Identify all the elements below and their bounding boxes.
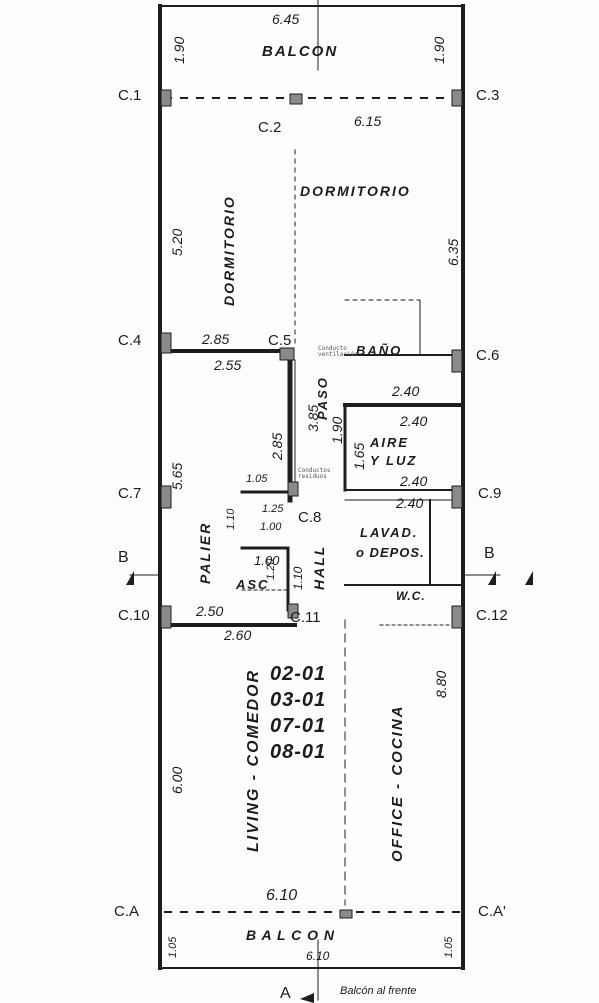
room-balcon-top: BALCON bbox=[262, 43, 339, 60]
dim-385: 3.85 bbox=[305, 404, 321, 432]
label-section-b-left: B bbox=[118, 549, 129, 566]
dim-asc-height: 1.20 bbox=[265, 558, 277, 580]
annotation-conductos: Conductos residuos bbox=[298, 467, 331, 480]
column-c5 bbox=[279, 347, 295, 361]
dim-285: 2.85 bbox=[269, 432, 285, 460]
dim-hall-height: 1.10 bbox=[291, 566, 305, 590]
dim-bottom-width: 6.10 bbox=[266, 887, 298, 904]
column-c11 bbox=[287, 603, 299, 619]
room-lavad: LAVAD. bbox=[360, 525, 419, 540]
column-c9 bbox=[451, 485, 463, 509]
label-c12: C.12 bbox=[476, 607, 508, 624]
dim-living-height: 6.00 bbox=[169, 766, 185, 794]
label-ca: C.A bbox=[114, 903, 140, 920]
dim-palier-height: 5.65 bbox=[169, 462, 185, 490]
label-c7: C.7 bbox=[118, 485, 142, 502]
label-c8: C.8 bbox=[298, 509, 322, 526]
room-dormitorio-1: DORMITORIO bbox=[300, 183, 411, 199]
dim-balcon-left: 1.90 bbox=[171, 36, 187, 64]
room-wc: W.C. bbox=[396, 589, 426, 603]
dim-aire-bottom: 2.40 bbox=[400, 473, 428, 489]
dim-balcon-bot-left: 1.05 bbox=[167, 936, 179, 958]
label-c2: C.2 bbox=[258, 119, 282, 136]
dim-aire-mid: 2.40 bbox=[400, 413, 428, 429]
label-section-b-right: B bbox=[484, 545, 495, 562]
dim-dorm-left: 5.20 bbox=[169, 228, 185, 256]
dim-bottom-total: 6.10 bbox=[306, 949, 330, 963]
dim-hall-a: 2.55 bbox=[214, 357, 242, 373]
column-c2 bbox=[289, 93, 303, 105]
room-depos: o DEPOS. bbox=[356, 545, 425, 560]
annotation-ventilacion: Conducto ventilación bbox=[318, 345, 358, 358]
label-section-a: A bbox=[280, 985, 291, 1002]
section-a-arrow bbox=[300, 993, 314, 1003]
dim-aire-top: 2.40 bbox=[392, 383, 420, 399]
column-c6 bbox=[451, 349, 463, 373]
label-c11: C.11 bbox=[290, 609, 321, 626]
dim-125: 1.25 bbox=[262, 503, 284, 515]
room-hall: HALL bbox=[311, 544, 327, 590]
room-living-comedor: LIVING - COMEDOR bbox=[245, 668, 262, 852]
column-c7 bbox=[160, 485, 172, 509]
label-c6: C.6 bbox=[476, 347, 500, 364]
column-c4 bbox=[160, 332, 172, 354]
label-c5: C.5 bbox=[268, 332, 292, 349]
room-office-cocina: OFFICE - COCINA bbox=[389, 704, 406, 863]
note-balcon-frente: Balcón al frente bbox=[340, 985, 417, 997]
column-c12 bbox=[451, 605, 463, 629]
label-c1: C.1 bbox=[118, 87, 142, 104]
column-center-bottom bbox=[339, 909, 353, 919]
room-balcon-bottom: B A L C O N bbox=[246, 927, 336, 943]
unit-number-0701: 07-01 bbox=[270, 715, 327, 737]
dim-dorm-right: 6.35 bbox=[445, 238, 461, 266]
section-b-left-arrow bbox=[126, 571, 134, 585]
room-dormitorio-2: DORMITORIO bbox=[221, 195, 237, 306]
dim-office-height: 8.80 bbox=[433, 670, 449, 698]
dim-asc-width: 1.00 bbox=[254, 553, 280, 568]
dim-100a: 1.00 bbox=[260, 521, 282, 533]
room-bano: BAÑO bbox=[356, 343, 403, 358]
column-c10 bbox=[160, 605, 172, 629]
dim-top-width: 6.45 bbox=[272, 11, 300, 27]
unit-number-0201: 02-01 bbox=[270, 663, 327, 685]
dim-dorm-bottom: 2.85 bbox=[202, 331, 230, 347]
dim-balcon-right: 1.90 bbox=[431, 36, 447, 64]
column-c8 bbox=[287, 481, 299, 497]
column-c1 bbox=[160, 89, 172, 107]
dim-lav-top: 2.40 bbox=[396, 495, 424, 511]
dim-paso-width: 1.90 bbox=[329, 416, 345, 444]
room-palier: PALIER bbox=[197, 521, 213, 584]
dim-aire-height: 1.65 bbox=[351, 442, 367, 470]
label-ca-prime: C.A' bbox=[478, 903, 506, 920]
dim-105: 1.05 bbox=[246, 473, 268, 485]
dim-260: 2.60 bbox=[224, 627, 252, 643]
room-aire-luz: AIRE Y LUZ bbox=[370, 435, 418, 469]
dim-dorm-width: 6.15 bbox=[354, 113, 382, 129]
room-asc: ASC bbox=[236, 577, 270, 592]
label-c9: C.9 bbox=[478, 485, 502, 502]
label-c3: C.3 bbox=[476, 87, 500, 104]
column-c3 bbox=[451, 89, 463, 107]
label-c4: C.4 bbox=[118, 332, 142, 349]
unit-number-0801: 08-01 bbox=[270, 741, 327, 763]
section-b-right-arrow bbox=[488, 571, 496, 585]
dim-balcon-bot-right: 1.05 bbox=[443, 936, 455, 958]
label-c10: C.10 bbox=[118, 607, 150, 624]
dim-110a: 1.10 bbox=[225, 508, 237, 530]
unit-number-0301: 03-01 bbox=[270, 689, 327, 711]
dim-250: 2.50 bbox=[196, 603, 224, 619]
